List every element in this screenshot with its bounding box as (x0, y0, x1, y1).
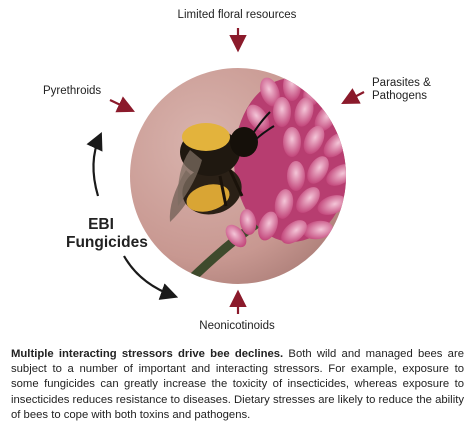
figure-caption: Multiple interacting stressors drive bee… (11, 347, 464, 423)
caption-body: Both wild and managed bees are subject t… (11, 348, 464, 421)
caption-lead: Multiple interacting stressors drive bee… (11, 348, 284, 360)
arrow-pyrethroids (109, 96, 135, 113)
label-limited-floral-resources: Limited floral resources (177, 9, 297, 21)
label-ebi-line2: Fungicides (66, 234, 148, 251)
label-parasites-line2: Pathogens (372, 90, 427, 102)
arrow-ebi-up (86, 132, 103, 197)
arrow-ebi-down (123, 255, 179, 300)
label-parasites-pathogens: Parasites & Pathogens (372, 77, 431, 103)
clover-flower (225, 71, 346, 248)
label-neonicotinoids: Neonicotinoids (199, 320, 275, 332)
stressor-diagram (86, 28, 365, 314)
arrow-parasites (341, 88, 365, 105)
label-pyrethroids: Pyrethroids (43, 85, 102, 97)
bee-photo (130, 68, 346, 284)
label-parasites-line1: Parasites & (372, 77, 431, 89)
bumblebee (169, 111, 275, 222)
label-ebi-line1: EBI (88, 216, 114, 233)
label-ebi-fungicides: EBI Fungicides (66, 216, 148, 252)
